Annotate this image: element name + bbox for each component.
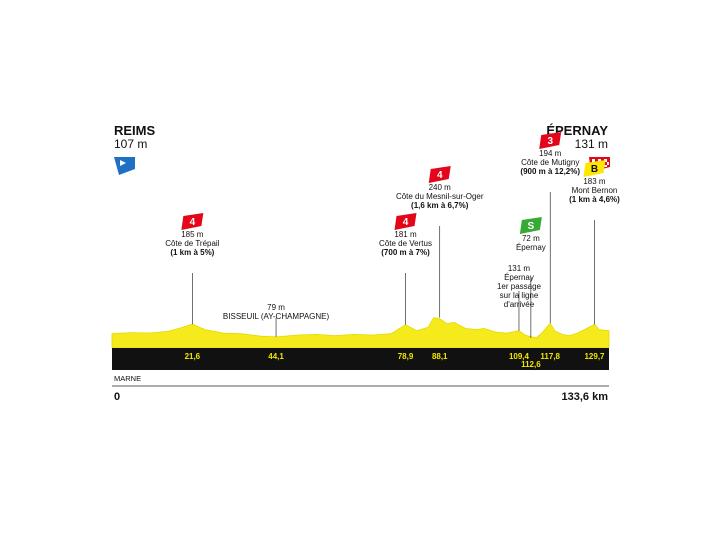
point-detail-mont-bernon: (1 km à 4,6%) [569, 195, 620, 204]
point-name-bisseuil-ay-champagne: BISSEUIL (AY-CHAMPAGNE) [223, 312, 330, 321]
sprint-category-label-epernay: S [528, 221, 535, 232]
distance-band [112, 348, 609, 370]
km-label-78-9: 78,9 [398, 352, 414, 361]
point-detail-cote-de-trepail: (1 km à 5%) [170, 248, 214, 257]
point-detail-line-1-epernay: 1er passage [497, 282, 542, 291]
point-detail-line-2-epernay: sur la ligne [500, 291, 539, 300]
point-detail-cote-de-mutigny: (900 m à 12,2%) [520, 167, 580, 176]
finish-city-name: ÉPERNAY [546, 123, 608, 138]
point-name-cote-de-mutigny: Côte de Mutigny [521, 158, 579, 167]
start-city-name: REIMS [114, 123, 156, 138]
point-detail-line-0-epernay: Épernay [504, 273, 534, 282]
point-name-cote-de-trepail: Côte de Trépail [165, 239, 219, 248]
climb-category-badge-cote-de-mutigny [539, 132, 562, 149]
point-name-cote-de-vertus: Côte de Vertus [379, 239, 432, 248]
climb-category-label-cote-de-mutigny: 3 [547, 136, 553, 147]
point-altitude-cote-de-vertus: 181 m [394, 230, 417, 239]
sprint-category-badge-epernay [519, 217, 542, 234]
km-label-21-6: 21,6 [185, 352, 201, 361]
point-name-epernay: Épernay [516, 243, 546, 252]
km-label-44-1: 44,1 [268, 352, 284, 361]
km-label-129-7: 129,7 [584, 352, 605, 361]
point-altitude-bisseuil-ay-champagne: 79 m [267, 303, 285, 312]
climb-category-label-cote-de-vertus: 4 [403, 217, 409, 228]
point-detail-cote-de-vertus: (700 m à 7%) [381, 248, 430, 257]
climb-category-badge-cote-de-trepail [181, 213, 204, 230]
climb-category-label-cote-de-trepail: 4 [190, 217, 196, 228]
point-altitude-epernay: 72 m [522, 234, 540, 243]
climb-category-badge-cote-du-mesnil-sur-oger [428, 166, 451, 183]
profile-area [111, 317, 610, 349]
start-altitude: 107 m [114, 137, 147, 151]
point-detail-cote-du-mesnil-sur-oger: (1,6 km à 6,7%) [411, 201, 469, 210]
start-distance: 0 [114, 391, 120, 403]
km-label-88-1: 88,1 [432, 352, 448, 361]
department-label: MARNE [114, 374, 141, 383]
start-flag-icon [114, 157, 135, 175]
bonus-category-label-mont-bernon: B [591, 164, 598, 175]
finish-altitude: 131 m [575, 137, 608, 151]
point-altitude-cote-de-mutigny: 194 m [539, 149, 562, 158]
climb-category-label-cote-du-mesnil-sur-oger: 4 [437, 170, 443, 181]
km-label-109-4: 109,4 [509, 352, 530, 361]
point-detail-line-3-epernay: d'arrivée [504, 300, 535, 309]
point-altitude-epernay: 131 m [508, 264, 531, 273]
point-name-mont-bernon: Mont Bernon [572, 186, 618, 195]
km-label-112-6: 112,6 [521, 360, 541, 369]
km-label-117-8: 117,8 [540, 352, 560, 361]
point-altitude-mont-bernon: 183 m [583, 177, 606, 186]
point-name-cote-du-mesnil-sur-oger: Côte du Mesnil-sur-Oger [396, 192, 484, 201]
point-altitude-cote-de-trepail: 185 m [181, 230, 204, 239]
point-altitude-cote-du-mesnil-sur-oger: 240 m [429, 183, 452, 192]
bonus-category-badge-mont-bernon [583, 160, 606, 177]
climb-category-badge-cote-de-vertus [394, 213, 417, 230]
end-distance: 133,6 km [562, 391, 609, 403]
profile-area-group [111, 317, 610, 349]
